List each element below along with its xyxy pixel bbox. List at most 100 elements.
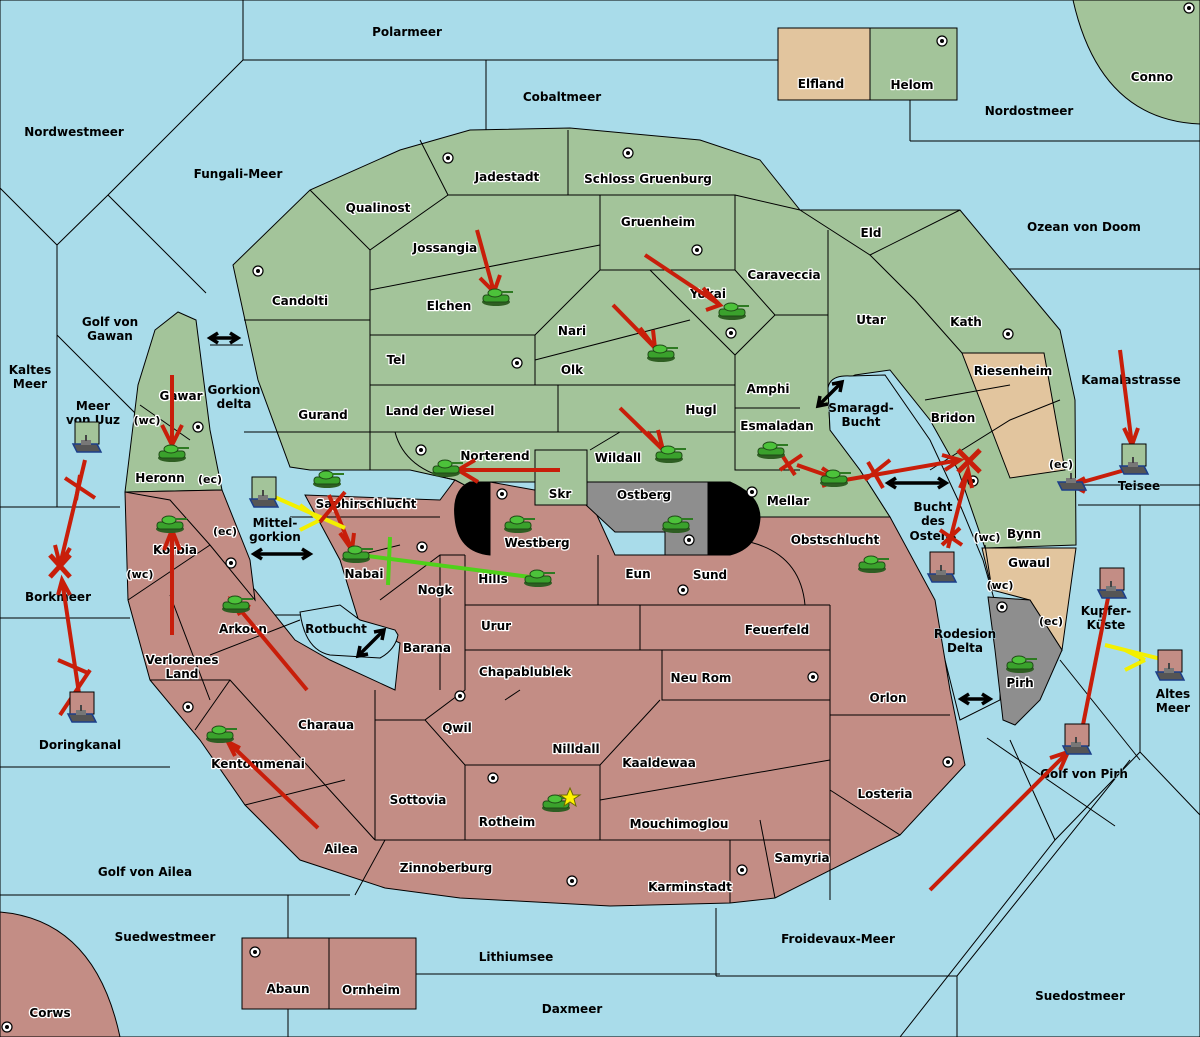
label-ozean: Ozean von Doom bbox=[1027, 220, 1141, 234]
label-golfgawan-2: Gawan bbox=[87, 329, 133, 343]
army-tank-icon[interactable] bbox=[313, 470, 344, 488]
cut-mark-icon bbox=[63, 474, 97, 501]
province-corws[interactable] bbox=[0, 911, 121, 1037]
label-polarmeer: Polarmeer bbox=[372, 25, 442, 39]
label-teisee: Teisee bbox=[1118, 479, 1160, 493]
supply-center-icon bbox=[691, 244, 703, 256]
supply-center-icon bbox=[942, 756, 954, 768]
army-tank-icon[interactable] bbox=[1006, 655, 1037, 673]
label-nabai: Nabai bbox=[345, 567, 384, 581]
army-tank-icon[interactable] bbox=[206, 725, 237, 743]
supply-center-icon bbox=[807, 671, 819, 683]
label-neurom: Neu Rom bbox=[671, 671, 732, 685]
label-charaua: Charaua bbox=[298, 718, 354, 732]
label-golfgawan-1: Golf von bbox=[82, 315, 138, 329]
label-amphi: Amphi bbox=[746, 382, 789, 396]
army-tank-icon[interactable] bbox=[432, 459, 463, 477]
province-skr[interactable] bbox=[534, 449, 588, 506]
fleet-ship-icon[interactable] bbox=[248, 476, 280, 508]
supply-center-icon bbox=[1002, 328, 1014, 340]
label-gurand: Gurand bbox=[298, 408, 348, 422]
supply-center-icon bbox=[1183, 2, 1195, 14]
double-arrow-icon bbox=[815, 379, 845, 409]
label-kentommenai: Kentommenai bbox=[211, 757, 305, 771]
fleet-ship-icon[interactable] bbox=[71, 421, 103, 453]
double-arrow-icon bbox=[355, 627, 387, 659]
coast-korbia-ec: (ec) bbox=[213, 525, 237, 538]
label-froidevaux: Froidevaux-Meer bbox=[781, 932, 895, 946]
double-arrow-icon bbox=[250, 547, 314, 561]
label-jadestadt: Jadestadt bbox=[474, 170, 540, 184]
army-tank-icon[interactable] bbox=[156, 515, 187, 533]
fleet-ship-icon[interactable] bbox=[1056, 473, 1088, 491]
label-kamala: Kamalastrasse bbox=[1081, 373, 1181, 387]
supply-center-icon bbox=[1, 1021, 13, 1033]
province-rotbucht[interactable] bbox=[299, 604, 399, 659]
label-conno: Conno bbox=[1131, 70, 1173, 84]
army-tank-icon[interactable] bbox=[542, 794, 573, 812]
fleet-ship-icon[interactable] bbox=[1154, 649, 1186, 681]
label-orlon: Orlon bbox=[869, 691, 906, 705]
army-tank-icon[interactable] bbox=[655, 445, 686, 463]
label-suedwestmeer: Suedwestmeer bbox=[115, 930, 216, 944]
army-tank-icon[interactable] bbox=[820, 469, 851, 487]
supply-center-icon bbox=[225, 557, 237, 569]
army-tank-icon[interactable] bbox=[504, 515, 535, 533]
fleet-ship-icon[interactable] bbox=[1061, 723, 1093, 755]
label-altes-2: Meer bbox=[1156, 701, 1190, 715]
province-conno[interactable] bbox=[1072, 0, 1200, 125]
coast-gawar-wc: (wc) bbox=[134, 414, 161, 427]
fleet-ship-icon[interactable] bbox=[1096, 567, 1128, 599]
cut-mark-icon bbox=[938, 526, 964, 547]
army-tank-icon[interactable] bbox=[524, 569, 555, 587]
cut-mark-icon bbox=[863, 458, 892, 489]
supply-center-icon bbox=[192, 421, 204, 433]
army-tank-icon[interactable] bbox=[158, 444, 189, 462]
label-pirh: Pirh bbox=[1006, 676, 1033, 690]
army-tank-icon[interactable] bbox=[647, 344, 678, 362]
label-mittel-2: gorkion bbox=[249, 530, 301, 544]
label-corws: Corws bbox=[29, 1006, 70, 1020]
supply-center-icon bbox=[996, 601, 1008, 613]
army-tank-icon[interactable] bbox=[482, 288, 513, 306]
label-wildall: Wildall bbox=[595, 451, 641, 465]
supply-center-icon bbox=[746, 486, 758, 498]
army-tank-icon[interactable] bbox=[858, 555, 889, 573]
army-tank-icon[interactable] bbox=[342, 545, 373, 563]
province-korbia-north[interactable] bbox=[124, 489, 256, 602]
province-ornheim[interactable] bbox=[328, 937, 417, 1010]
army-tank-icon[interactable] bbox=[222, 595, 253, 613]
label-nilldall: Nilldall bbox=[552, 742, 599, 756]
label-sund: Sund bbox=[693, 568, 727, 582]
fleet-ship-icon[interactable] bbox=[926, 551, 958, 583]
fleet-ship-icon[interactable] bbox=[1118, 443, 1150, 475]
label-rotbucht: Rotbucht bbox=[305, 622, 367, 636]
label-qwil: Qwil bbox=[442, 721, 472, 735]
fleet-ship-icon[interactable] bbox=[66, 691, 98, 723]
label-kaltes-1: Kaltes bbox=[9, 363, 52, 377]
army-tank-icon[interactable] bbox=[757, 441, 788, 459]
label-doringkanal: Doringkanal bbox=[39, 738, 121, 752]
impassable-east bbox=[707, 481, 761, 556]
label-bynn: Bynn bbox=[1007, 527, 1041, 541]
label-abaun: Abaun bbox=[266, 982, 309, 996]
label-losteria: Losteria bbox=[857, 787, 912, 801]
label-verlorenes-2: Land bbox=[166, 667, 199, 681]
label-hugl: Hugl bbox=[685, 403, 716, 417]
label-nordwestmeer: Nordwestmeer bbox=[24, 125, 124, 139]
label-ostberg: Ostberg bbox=[617, 488, 671, 502]
sea-labels: Polarmeer Nordwestmeer Fungali-Meer Coba… bbox=[8, 25, 1190, 1017]
supply-center-icon bbox=[487, 772, 499, 784]
supply-center-icon bbox=[683, 534, 695, 546]
label-ailea: Ailea bbox=[324, 842, 358, 856]
label-gorkion-1: Gorkion bbox=[208, 383, 261, 397]
army-tank-icon[interactable] bbox=[718, 302, 749, 320]
label-bucht-2: des bbox=[921, 514, 945, 528]
supply-center-icon bbox=[736, 864, 748, 876]
army-tank-icon[interactable] bbox=[662, 515, 693, 533]
label-eun: Eun bbox=[625, 567, 650, 581]
impassable-west bbox=[454, 481, 491, 556]
label-suedostmeer: Suedostmeer bbox=[1035, 989, 1125, 1003]
province-elfland[interactable] bbox=[777, 27, 871, 101]
